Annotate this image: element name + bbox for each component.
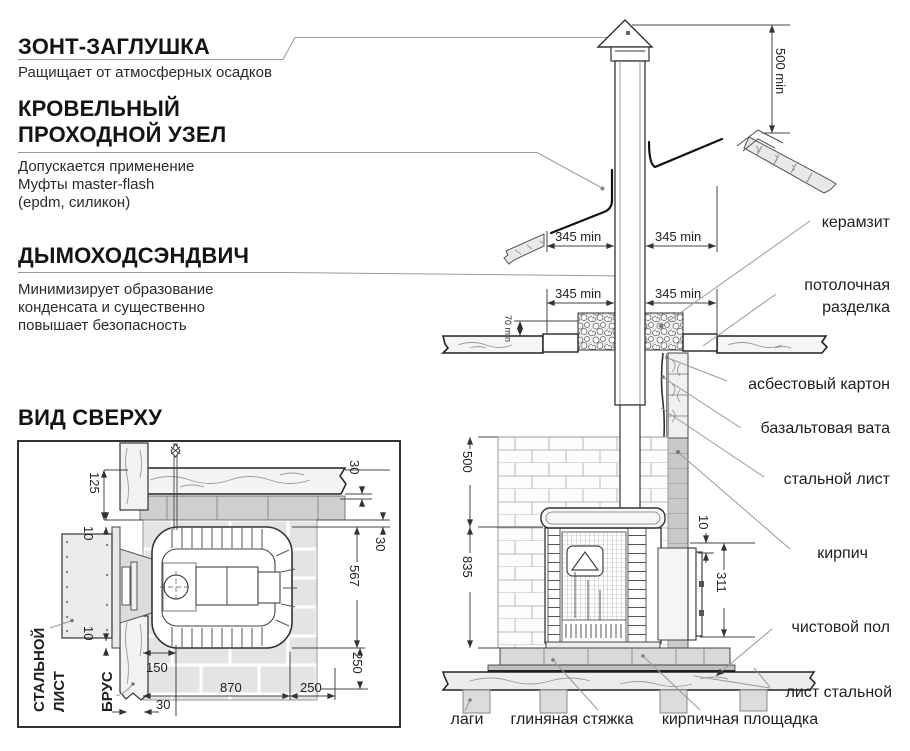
label-asbest-karton: асбестовый картон: [748, 376, 890, 393]
dim-345-ceiling-left: 345 min: [555, 286, 601, 301]
sandwich-desc-line1: Минимизирует образование: [18, 281, 214, 298]
label-kirpichnaya-ploshchadka: кирпичная площадка: [662, 711, 818, 728]
dim-500: 500: [460, 451, 475, 473]
dim-30-gap: 30: [373, 537, 388, 551]
sandwich-desc-line3: повышает безопасность: [18, 317, 187, 334]
uzel-desc-line2: Муфты master-flash: [18, 176, 155, 193]
dim-150: 150: [146, 660, 168, 675]
label-potolochnaya: потолочная: [804, 277, 890, 294]
heading-vid-sverhu: ВИД СВЕРХУ: [18, 405, 163, 430]
dim-10-bottom: 10: [81, 626, 96, 640]
label-glinyanaya-styazhka: глиняная стяжка: [510, 711, 633, 728]
uzel-desc-line3: (epdm, силикон): [18, 194, 131, 211]
floor-assembly: [441, 647, 816, 714]
dim-345-roof-left: 345 min: [555, 229, 601, 244]
dim-345-roof-right: 345 min: [655, 229, 701, 244]
dim-10-door: 10: [696, 515, 711, 529]
tv-steel-sheet: [61, 526, 156, 649]
elevation-dimensions: 500 min 345 min 345 min 345 min 345 min …: [460, 24, 790, 649]
heading-krovelny-line2: ПРОХОДНОЙ УЗЕЛ: [18, 122, 227, 147]
top-view-dimensions: 125 10 10 150 870 250 30: [81, 460, 390, 716]
dim-250-bottom: 250: [300, 680, 322, 695]
chimney-cap: [596, 19, 654, 62]
tv-label-list: ЛИСТ: [51, 671, 68, 712]
dim-311: 311: [714, 572, 729, 593]
zont-description: Ращищает от атмосферных осадков: [18, 64, 272, 81]
dim-345-ceiling-right: 345 min: [655, 286, 701, 301]
dim-835: 835: [460, 556, 475, 578]
top-view: 125 10 10 150 870 250 30: [17, 440, 401, 728]
dim-125: 125: [87, 472, 102, 494]
tv-label-stalnoy: СТАЛЬНОЙ: [30, 628, 48, 712]
uzel-description: Допускается применение Муфты master-flas…: [18, 158, 194, 212]
callouts: керамзит потолочная разделка асбестовый …: [450, 214, 892, 728]
firebox-door: [657, 547, 704, 641]
ceiling: [441, 335, 829, 354]
sandwich-description: Минимизирует образование конденсата и су…: [18, 281, 214, 335]
dim-870: 870: [220, 680, 242, 695]
tv-label-brus: БРУС: [99, 671, 116, 712]
label-chistovoy-pol: чистовой пол: [792, 619, 890, 636]
dim-30-bottom: 30: [156, 697, 170, 712]
tv-brus-wall: [119, 442, 149, 701]
label-stalnoy-list: стальной лист: [784, 471, 891, 488]
dim-500min: 500 min: [773, 48, 788, 94]
heading-krovelny-uzel: КРОВЕЛЬНЫЙ ПРОХОДНОЙ УЗЕЛ: [18, 96, 226, 148]
heading-krovelny-line1: КРОВЕЛЬНЫЙ: [18, 96, 180, 121]
dim-567: 567: [347, 565, 362, 587]
heading-leader-lines: [18, 37, 630, 279]
dim-250-right: 250: [350, 652, 365, 674]
dim-70min: 70 min: [503, 315, 513, 342]
label-razdelka: разделка: [822, 299, 890, 316]
chimney-pipe: [614, 60, 646, 510]
label-bazalt-vata: базальтовая вата: [761, 420, 891, 437]
dim-10-top: 10: [81, 526, 96, 540]
label-list-stalnoy: лист стальной: [786, 684, 892, 701]
tv-stove: [151, 443, 297, 649]
roof: [503, 129, 837, 265]
stove-side-view: [540, 507, 666, 651]
dim-30-plank: 30: [347, 460, 362, 474]
heading-zont-zaglushka: ЗОНТ-ЗАГЛУШКА: [18, 34, 210, 59]
uzel-desc-line1: Допускается применение: [18, 158, 195, 175]
sandwich-desc-line2: конденсата и существенно: [18, 299, 205, 316]
heading-dymohod-sandwich: ДЫМОХОДСЭНДВИЧ: [18, 243, 250, 268]
top-view-labels: СТАЛЬНОЙ ЛИСТ БРУС: [30, 618, 135, 712]
tv-wall: [127, 467, 347, 521]
elevation-view: 500 min 345 min 345 min 345 min 345 min …: [441, 19, 837, 714]
label-kirpich: кирпич: [817, 545, 868, 562]
label-lagi: лаги: [450, 711, 483, 728]
label-keramzit: керамзит: [822, 214, 891, 231]
